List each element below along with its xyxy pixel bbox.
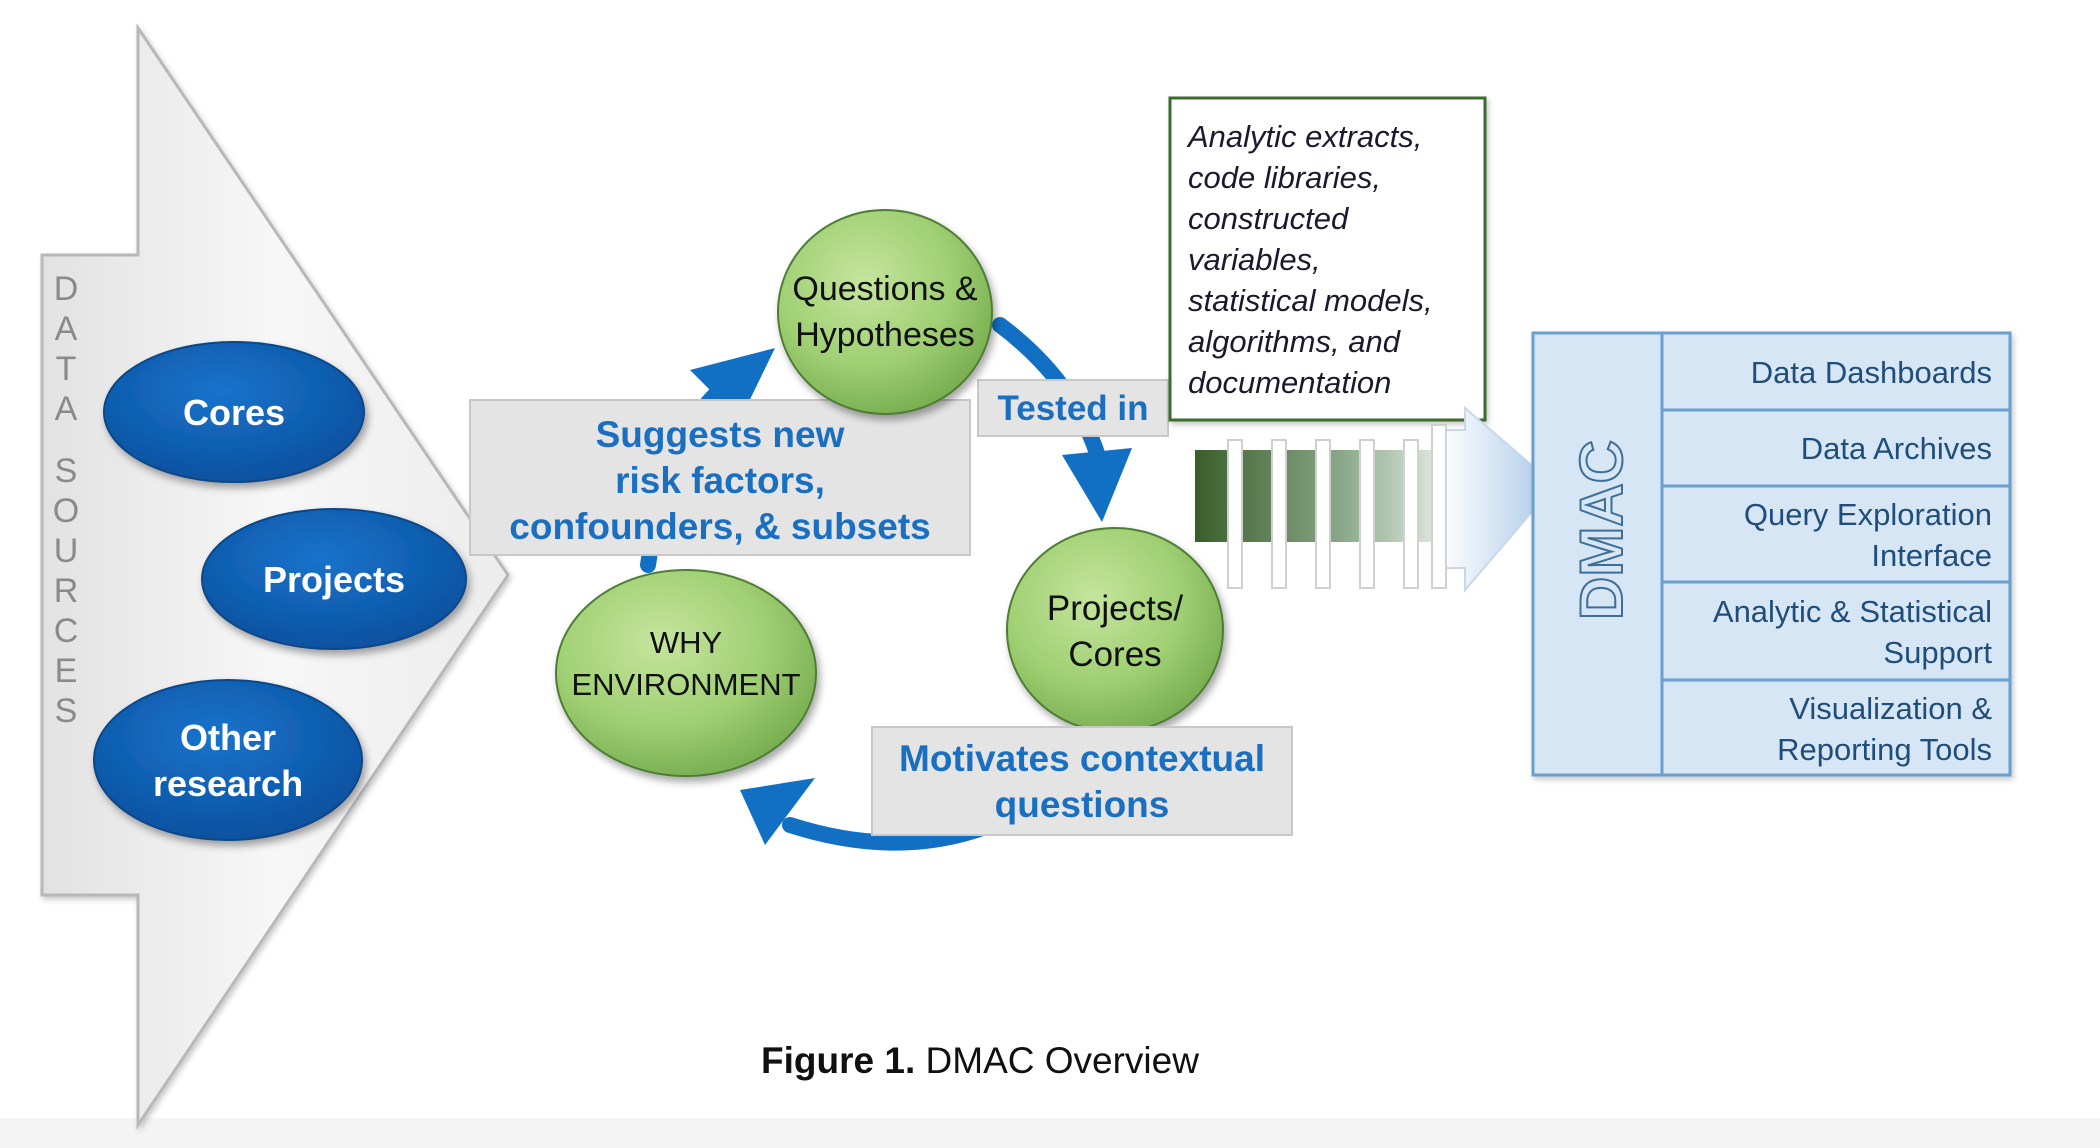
bottom-strip — [0, 1118, 2100, 1148]
dmac-item: Data Archives — [1801, 431, 1992, 466]
outputs-line: constructed — [1188, 201, 1350, 236]
data-sources-letter: S — [55, 692, 78, 730]
suggests-label-box — [469, 399, 971, 556]
arrowhead-up — [690, 348, 775, 420]
data-sources-letter: O — [53, 492, 79, 530]
outputs-box — [1168, 96, 1487, 422]
suggests-line: Suggests new — [596, 414, 845, 455]
suggests-line: risk factors, — [615, 460, 825, 501]
outputs-line: variables, — [1188, 242, 1321, 277]
figure-caption: Figure 1. DMAC Overview — [0, 1040, 1960, 1082]
node-why-environment — [555, 569, 817, 777]
data-sources-letter: S — [55, 452, 78, 490]
data-sources-letter: A — [55, 390, 78, 428]
data-sources-letter: T — [56, 350, 77, 388]
dmac-label: DMAC — [1568, 440, 1635, 620]
motivates-line: Motivates contextual — [899, 738, 1265, 779]
projects-line: Projects/ — [1047, 589, 1183, 628]
node-questions-hypotheses-label: Questions & Hypotheses — [792, 270, 978, 354]
dmac-row-dividers — [1662, 408, 2010, 682]
node-questions-hypotheses — [777, 209, 993, 415]
questions-line: Hypotheses — [795, 316, 975, 354]
data-sources-letter: E — [55, 652, 78, 690]
outputs-line: Analytic extracts, — [1186, 119, 1422, 154]
transition-arrow — [1195, 405, 1557, 593]
node-why-environment-label: WHY ENVIRONMENT — [571, 625, 800, 702]
tested-label-box — [977, 379, 1169, 437]
motivates-label-text: Motivates contextual questions — [899, 738, 1265, 825]
figure-caption-title: DMAC Overview — [925, 1040, 1199, 1081]
outputs-line: documentation — [1188, 365, 1391, 400]
arrowhead-down — [1062, 448, 1132, 522]
arrowhead-left — [740, 778, 815, 845]
figure-caption-number: Figure 1. — [761, 1040, 916, 1081]
projects-line: Cores — [1068, 635, 1161, 674]
tested-label-text: Tested in — [997, 389, 1148, 428]
outputs-line: statistical models, — [1188, 283, 1433, 318]
dmac-item: Data Dashboards — [1751, 355, 1992, 390]
data-sources-letter: A — [55, 310, 78, 348]
data-sources-letter: U — [54, 532, 79, 570]
suggests-label-text: Suggests new risk factors, confounders, & … — [509, 414, 930, 547]
node-projects-cores-label: Projects/Cores — [1047, 589, 1183, 674]
cycle-arrowheads — [690, 348, 1132, 845]
source-oval-other-research-label: Other research — [153, 717, 303, 804]
outputs-box-text: Analytic extracts, code libraries, constru… — [1186, 119, 1433, 400]
outputs-line: code libraries, — [1188, 160, 1381, 195]
suggests-line: confounders, & subsets — [509, 506, 930, 547]
source-oval-projects-label: Projects — [263, 559, 405, 600]
motivates-label-box — [871, 726, 1293, 836]
data-sources-letter: C — [54, 612, 79, 650]
data-sources-letter: R — [54, 572, 79, 610]
motivates-line: questions — [995, 784, 1170, 825]
node-projects-cores — [1006, 527, 1224, 733]
source-oval-cores-label: Cores — [183, 392, 285, 433]
environment-line: WHY — [650, 625, 722, 660]
source-oval-projects — [201, 508, 467, 650]
dmac-item: Visualization &Reporting Tools — [1777, 691, 1992, 767]
dmac-panel — [1531, 331, 2012, 777]
source-oval-cores — [103, 341, 365, 483]
other-research-line: Other — [180, 717, 276, 758]
environment-line: ENVIRONMENT — [571, 667, 800, 702]
questions-line: Questions & — [792, 270, 978, 308]
data-sources-letter: D — [54, 270, 79, 308]
source-oval-other-research — [93, 679, 363, 841]
outputs-line: algorithms, and — [1188, 324, 1402, 359]
other-research-line: research — [153, 763, 303, 804]
